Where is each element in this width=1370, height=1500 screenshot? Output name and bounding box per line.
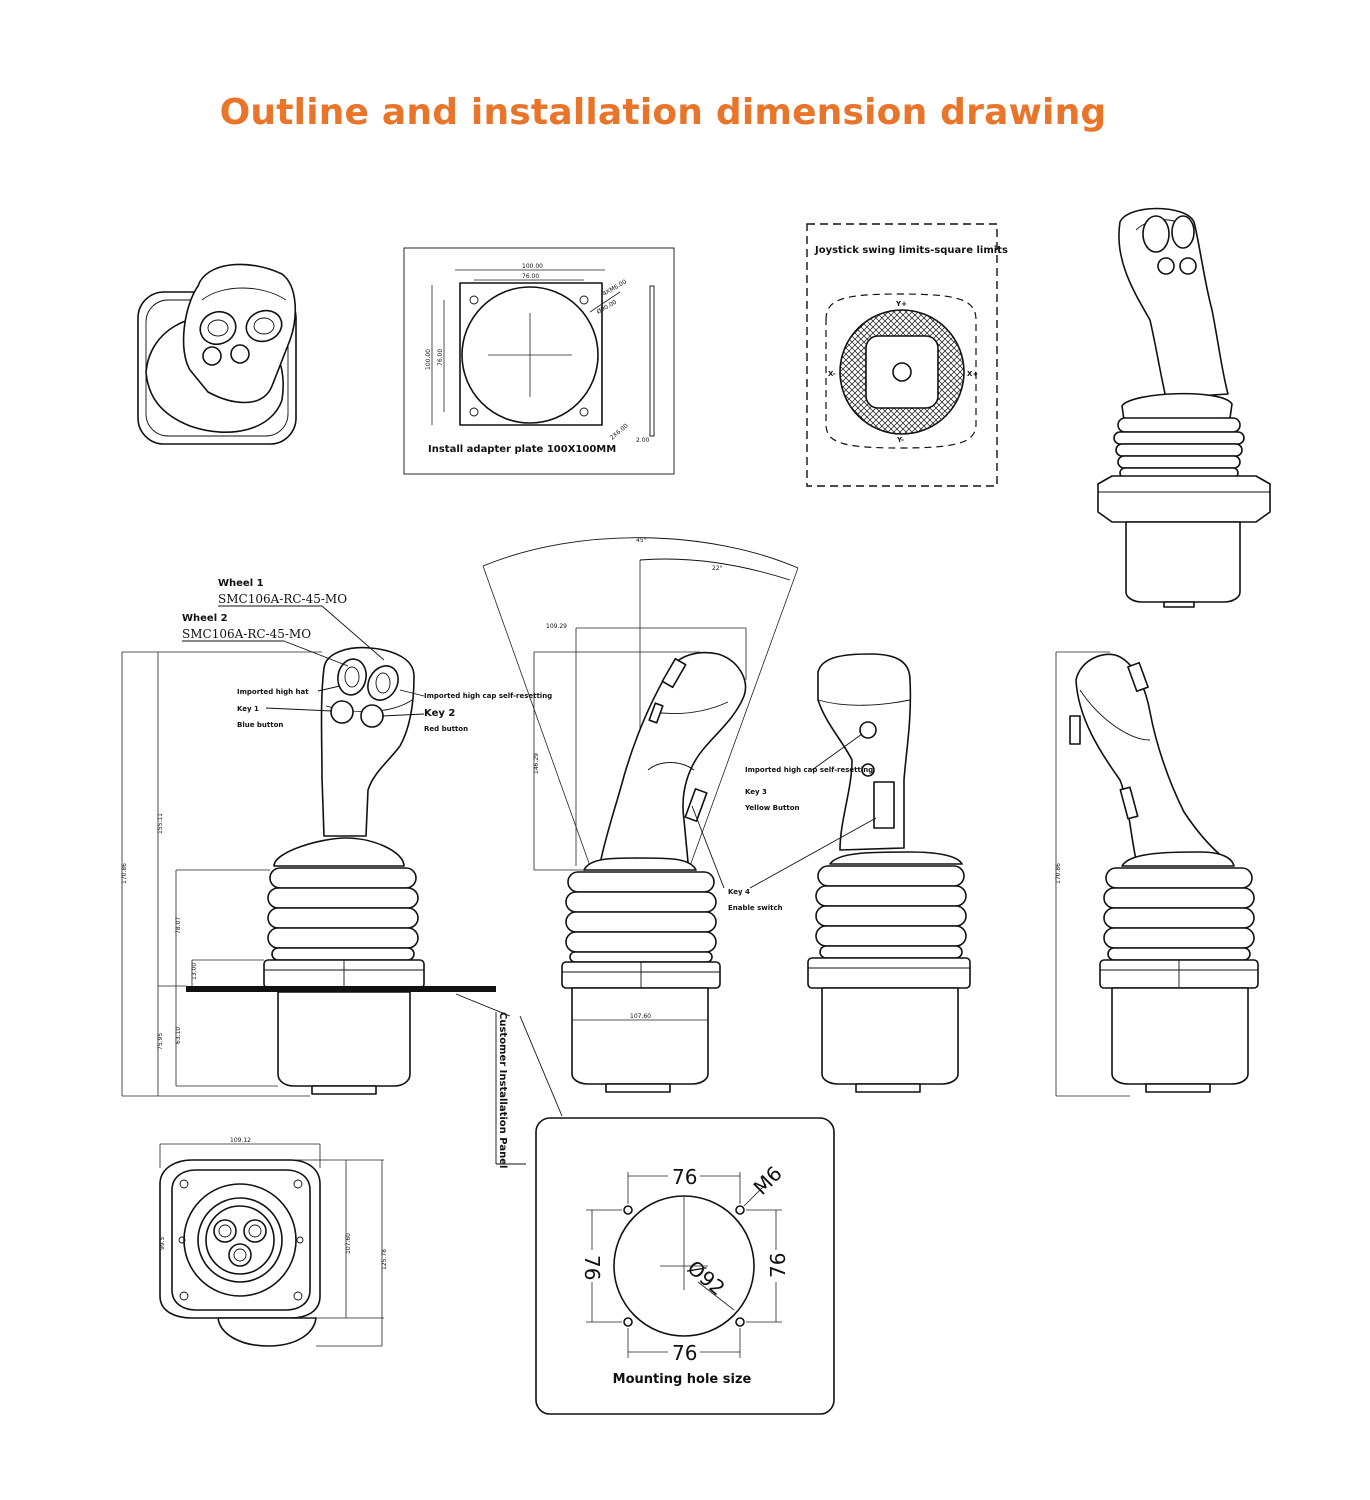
customer-panel-label: Customer Installation Panel bbox=[497, 1012, 508, 1168]
front-dim-base: 63.10 bbox=[175, 1027, 182, 1044]
plate-dim-thickness: 2.00 bbox=[636, 437, 650, 444]
plate-dim-2x6: 2X6.00 bbox=[609, 422, 630, 441]
key2-desc: Red button bbox=[424, 725, 468, 733]
mount-dim-left: 76 bbox=[580, 1255, 604, 1280]
mount-dim-bottom: 76 bbox=[672, 1341, 697, 1365]
top-perspective-view bbox=[137, 263, 297, 445]
swing-limits-caption: Joystick swing limits-square limits bbox=[814, 245, 1008, 256]
wheel2-label: Wheel 2 bbox=[182, 613, 228, 624]
mount-dim-top: 76 bbox=[672, 1165, 697, 1189]
front-dim-handle-height: 155.11 bbox=[157, 813, 164, 834]
key3-desc: Yellow Button bbox=[744, 804, 800, 812]
right-side-view: Imported high cap self-resetting Key 3 Y… bbox=[691, 653, 971, 1093]
page-title: Outline and installation dimension drawi… bbox=[219, 92, 1107, 133]
mount-dim-right: 76 bbox=[766, 1253, 790, 1278]
side-dim-22deg: 22° bbox=[712, 565, 723, 572]
key4-desc: Enable switch bbox=[728, 904, 783, 912]
side-dim-base-width: 107.60 bbox=[630, 1013, 651, 1020]
mount-diameter-label: Ø92 bbox=[683, 1255, 730, 1300]
adapter-plate-panel: 100.00 76.00 100.00 76.00 4XM6.00 Ø90.00… bbox=[403, 247, 675, 475]
side-dim-45deg: 45° bbox=[636, 537, 647, 544]
front-dim-below-panel: 75.95 bbox=[157, 1033, 164, 1050]
side-dim-width: 109.29 bbox=[546, 623, 567, 630]
axis-y-plus: Y+ bbox=[895, 300, 907, 308]
side-view: 45° 22° 109.29 146.29 107.60 bbox=[482, 537, 799, 1093]
mounting-hole-caption: Mounting hole size bbox=[613, 1372, 752, 1387]
back-view: 170.86 bbox=[1055, 651, 1259, 1097]
axis-y-minus: Y- bbox=[896, 436, 904, 444]
plate-dim-100-top: 100.00 bbox=[522, 263, 543, 270]
bottom-dim-width: 109.12 bbox=[230, 1137, 251, 1144]
bottom-dim-inner-height: 107.60 bbox=[345, 1233, 352, 1254]
front-dim-flange: 13.00 bbox=[191, 963, 198, 980]
bottom-dim-left: 99.5 bbox=[159, 1236, 166, 1250]
key1-desc: Blue button bbox=[237, 721, 283, 729]
customer-panel-callout: Customer Installation Panel bbox=[455, 993, 563, 1168]
right-cap-note: Imported high cap self-resetting bbox=[745, 766, 873, 774]
perspective-joystick-view bbox=[1097, 207, 1271, 608]
key2-label: Key 2 bbox=[424, 708, 455, 719]
wheel1-label: Wheel 1 bbox=[218, 578, 264, 589]
back-dim-total-height: 170.86 bbox=[1055, 863, 1062, 884]
front-cap-note: Imported high cap self-resetting bbox=[424, 692, 552, 700]
key4-label: Key 4 bbox=[728, 888, 750, 896]
side-dim-height: 146.29 bbox=[533, 753, 540, 774]
front-view: 170.86 155.11 78.07 13.00 75.95 63.10 Wh… bbox=[121, 578, 552, 1097]
hat-label: Imported high hat bbox=[237, 688, 309, 696]
front-dim-boot-height: 78.07 bbox=[175, 917, 182, 934]
front-dim-total-height: 170.86 bbox=[121, 863, 128, 884]
mounting-hole-panel: 76 76 76 76 M6 Ø92 Mounting hole size bbox=[535, 1117, 835, 1415]
axis-x-plus: X+ bbox=[967, 370, 978, 378]
mount-thread-label: M6 bbox=[749, 1161, 787, 1199]
swing-limits-panel: Joystick swing limits-square limits Y+ Y… bbox=[806, 223, 1008, 487]
plate-dim-100-side: 100.00 bbox=[425, 349, 432, 370]
wheel2-part: SMC106A-RC-45-MO bbox=[182, 627, 311, 641]
plate-dim-m6: 4XM6.00 bbox=[602, 278, 629, 297]
plate-dim-76-side: 76.00 bbox=[437, 349, 444, 366]
plate-dim-76-top: 76.00 bbox=[522, 273, 539, 280]
key3-label: Key 3 bbox=[745, 788, 767, 796]
wheel1-part: SMC106A-RC-45-MO bbox=[218, 592, 347, 606]
bottom-dim-outer-height: 125.78 bbox=[381, 1249, 388, 1270]
bottom-view: 109.12 99.5 107.60 125.78 bbox=[159, 1137, 388, 1347]
adapter-plate-caption: Install adapter plate 100X100MM bbox=[428, 444, 616, 455]
axis-x-minus: X- bbox=[828, 370, 836, 378]
key1-label: Key 1 bbox=[237, 705, 259, 713]
